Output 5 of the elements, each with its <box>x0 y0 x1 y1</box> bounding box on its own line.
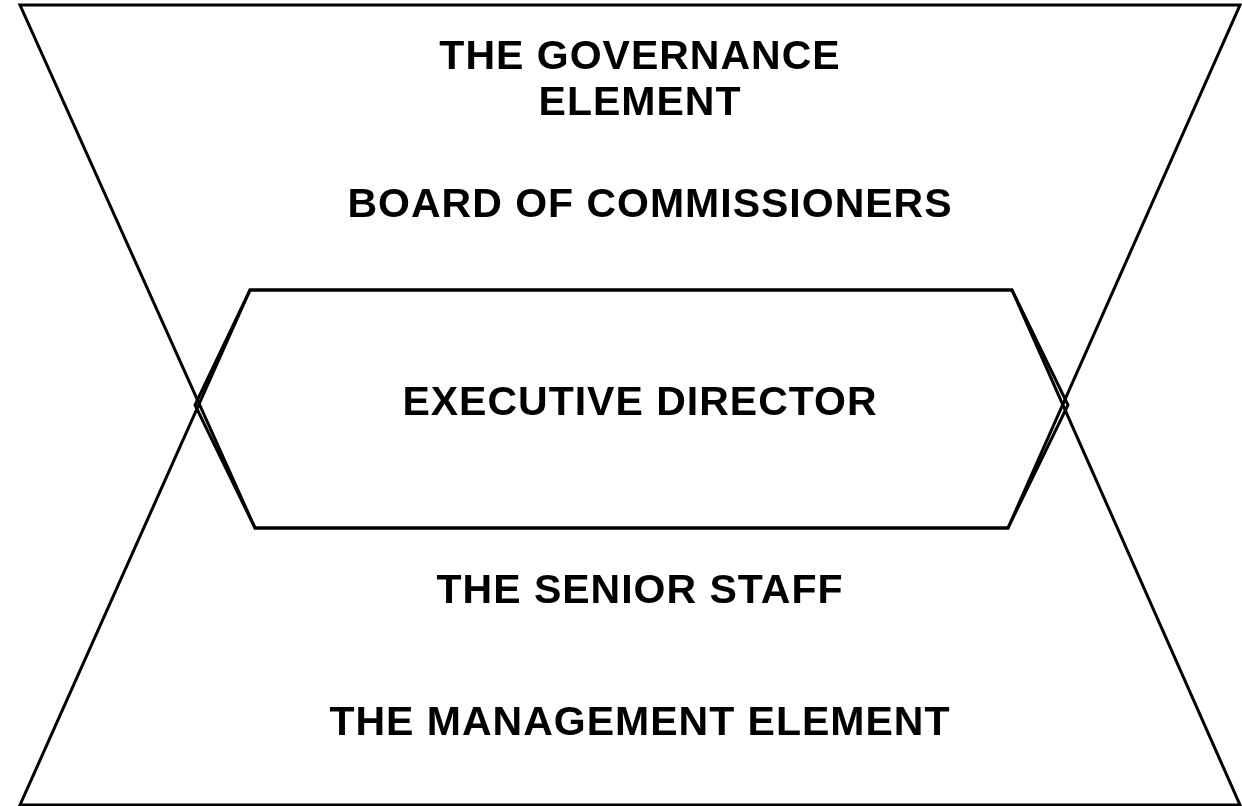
label-text: THE MANAGEMENT ELEMENT <box>328 698 952 744</box>
label-text: EXECUTIVE DIRECTOR <box>401 378 879 424</box>
heading-text: THE GOVERNANCE ELEMENT <box>438 32 842 124</box>
heading-text: THE SENIOR STAFF <box>435 566 845 612</box>
label-text: BOARD OF COMMISSIONERS <box>346 180 954 226</box>
